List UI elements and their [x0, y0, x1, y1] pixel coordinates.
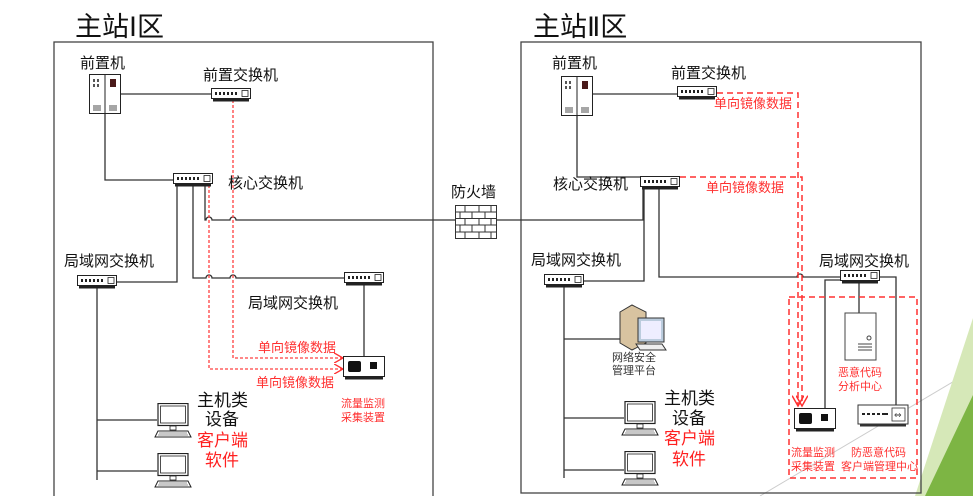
core-switch-icon[interactable]: [640, 176, 680, 190]
host-pc-icon[interactable]: [621, 401, 659, 436]
host-pc-icon[interactable]: [154, 403, 192, 438]
firewall-icon[interactable]: [455, 205, 497, 239]
mirror-link-core-switch: [680, 176, 802, 406]
link-firewall-core: [497, 188, 644, 221]
host-label-1: 主机类: [664, 389, 715, 409]
host-pc-icon[interactable]: [621, 451, 659, 486]
decor-triangle-dark: [925, 395, 973, 496]
flow-monitor-device-icon[interactable]: [794, 408, 836, 432]
host-label-2: 设备: [672, 409, 706, 429]
av-center-label-2: 客户端管理中心: [841, 459, 918, 473]
link-lan-hosts: [563, 287, 624, 478]
lan-switch-left-icon[interactable]: [77, 275, 117, 289]
link-lan-flow-device: [824, 279, 840, 408]
zone-1-title: 主站Ⅰ区: [75, 12, 164, 43]
link-lan-av-center: [878, 276, 897, 405]
mirror-link-front-switch: [232, 100, 343, 358]
front-server-icon[interactable]: [89, 74, 121, 114]
malware-analysis-server-icon[interactable]: [844, 312, 877, 361]
front-switch-label: 前置交换机: [203, 66, 278, 84]
link-core-lan-left: [583, 188, 645, 282]
front-switch-icon[interactable]: [211, 88, 251, 102]
front-server-icon[interactable]: [561, 76, 593, 116]
core-switch-icon[interactable]: [173, 173, 213, 187]
link-core-lan-left: [115, 185, 178, 283]
mirror-label-1: 单向镜像数据: [258, 340, 336, 356]
firewall-label: 防火墙: [451, 183, 496, 201]
flow-device-label-1: 流量监测: [791, 445, 835, 459]
flow-device-label-2: 采集装置: [791, 459, 835, 473]
front-switch-label: 前置交换机: [671, 64, 746, 82]
zone-2-title: 主站Ⅱ区: [533, 12, 627, 43]
zone-1-border: [53, 41, 434, 496]
zone-1: 主站Ⅰ区 前置机 前置交换机 核心交换机 局域网交换机 局域网交换机 单向镜像数…: [53, 12, 455, 496]
front-server-label: 前置机: [552, 54, 597, 72]
client-label-2: 软件: [205, 451, 239, 471]
antivirus-management-device-icon[interactable]: ⇔: [857, 404, 909, 427]
mirror-link-core-switch: [208, 185, 343, 369]
core-switch-label: 核心交换机: [553, 175, 628, 193]
lan-switch-left-label: 局域网交换机: [531, 251, 621, 269]
mirror-label-2: 单向镜像数据: [256, 375, 334, 391]
lan-switch-left-label: 局域网交换机: [64, 252, 154, 270]
client-label-1: 客户端: [664, 429, 715, 449]
flow-monitor-device-icon[interactable]: [343, 356, 385, 380]
front-server-label: 前置机: [80, 54, 125, 72]
link-lan-hosts: [96, 287, 157, 480]
security-platform-label-2: 管理平台: [612, 363, 656, 377]
link-core-lan-right: [192, 185, 345, 279]
malware-protection-group-box: [788, 296, 918, 479]
client-label-1: 客户端: [197, 431, 248, 451]
host-pc-icon[interactable]: [154, 453, 192, 488]
lan-switch-right-icon[interactable]: [840, 270, 880, 284]
security-platform-label-1: 网络安全: [612, 350, 656, 364]
flow-device-label-2: 采集装置: [341, 410, 385, 424]
core-switch-label: 核心交换机: [228, 174, 303, 192]
decor-line: [759, 369, 973, 496]
client-label-2: 软件: [672, 450, 706, 470]
link-front-server-core: [576, 114, 640, 178]
mirror-link-front-switch: [717, 92, 798, 406]
link-front-server-core: [104, 113, 173, 181]
front-switch-icon[interactable]: [677, 86, 717, 100]
security-platform-icon[interactable]: [619, 304, 667, 351]
zone-2-border: [520, 41, 922, 494]
flow-device-label-1: 流量监测: [341, 396, 385, 410]
host-label-2: 设备: [205, 410, 239, 430]
lan-switch-right-icon[interactable]: [344, 272, 384, 286]
av-center-label-1: 防恶意代码: [851, 445, 906, 459]
host-label-1: 主机类: [197, 391, 248, 411]
lan-switch-right-label: 局域网交换机: [248, 294, 338, 312]
mirror-label-1: 单向镜像数据: [714, 96, 792, 112]
link-core-lan-right: [658, 188, 840, 278]
mirror-label-2: 单向镜像数据: [706, 180, 784, 196]
lan-switch-left-icon[interactable]: [544, 274, 584, 288]
analysis-center-label-2: 分析中心: [838, 379, 882, 393]
zone-2: 主站Ⅱ区 前置机 前置交换机 核心交换机 单向镜像数据 单向镜像数据 局域网交换…: [497, 12, 922, 494]
svg-text:⇔: ⇔: [894, 411, 902, 421]
link-core-firewall: [204, 185, 455, 221]
lan-switch-right-label: 局域网交换机: [819, 252, 909, 270]
analysis-center-label-1: 恶意代码: [838, 365, 882, 379]
